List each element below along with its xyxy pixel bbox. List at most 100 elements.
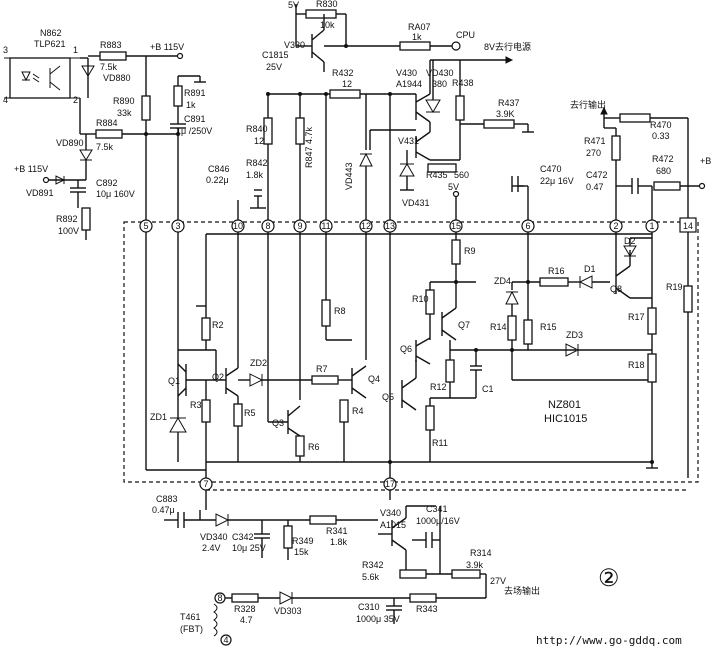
vd430-diode-icon xyxy=(425,99,441,113)
resistor-r892 xyxy=(81,207,91,231)
resistor-r432 xyxy=(329,89,361,99)
cpu-terminal xyxy=(451,41,461,51)
resistor-r884 xyxy=(95,129,123,139)
r2-label: R2 xyxy=(212,320,224,330)
resistor-r12 xyxy=(445,359,455,383)
c341-label: C341 xyxy=(426,504,448,514)
vd891-diode-icon xyxy=(55,175,66,185)
r471-label: R471 xyxy=(584,136,606,146)
t461-label: T461 xyxy=(180,612,201,622)
pin-9: 9 xyxy=(297,221,302,231)
resistor-r11 xyxy=(425,405,435,431)
pin-17: 17 xyxy=(385,479,395,489)
optocoupler-body xyxy=(9,57,71,99)
plus-b-115-left: +B 115V xyxy=(14,164,48,174)
r8-label: R8 xyxy=(334,306,346,316)
r349-label: R349 xyxy=(292,536,314,546)
d1-diode-icon xyxy=(578,275,593,289)
module-top-pins: 5 3 10 8 9 11 12 13 15 6 2 1 14 xyxy=(139,217,697,233)
r12-label: R12 xyxy=(430,382,447,392)
r435-label: R435 xyxy=(426,170,448,180)
r432-value: 12 xyxy=(342,79,352,89)
c892-label: C892 xyxy=(96,178,118,188)
c342-value: 10μ 25V xyxy=(232,543,266,553)
pin-15: 15 xyxy=(451,221,461,231)
r884-value: 7.5k xyxy=(96,142,114,152)
vd880-label: VD880 xyxy=(103,73,131,83)
r842-value: 1.8k xyxy=(246,170,264,180)
c891-label: C891 xyxy=(184,114,206,124)
d1-label: D1 xyxy=(584,264,596,274)
vd430-label: VD430 xyxy=(426,68,454,78)
hybrid-module-outline xyxy=(123,221,699,483)
c891-value: 1μ /250V xyxy=(176,126,212,136)
r830-label: R830 xyxy=(316,0,338,9)
r15-label: R15 xyxy=(540,322,557,332)
c310-value: 1000μ 35V xyxy=(356,614,400,624)
q2-label: Q2 xyxy=(212,372,224,382)
q5-label: Q5 xyxy=(382,392,394,402)
resistor-r14 xyxy=(507,315,517,341)
resistor-r18 xyxy=(647,353,657,383)
resistor-r5 xyxy=(233,403,243,427)
r470-value: 0.33 xyxy=(652,131,670,141)
q4-label: Q4 xyxy=(368,374,380,384)
r435-value: 560 xyxy=(454,170,469,180)
a1015-label: A1015 xyxy=(380,520,406,530)
resistor-r16 xyxy=(539,277,569,287)
d2-label: D2 xyxy=(624,236,636,246)
hang-out-label: 去行输出 xyxy=(570,99,606,110)
resistor-r471 xyxy=(611,135,621,161)
resistor-r4 xyxy=(339,399,349,423)
q1-label: Q1 xyxy=(168,376,180,386)
c310-label: C310 xyxy=(358,602,380,612)
r328-label: R328 xyxy=(234,604,256,614)
resistor-r342 xyxy=(399,569,427,579)
pin-10: 10 xyxy=(233,221,243,231)
r840-value: 12 xyxy=(254,136,264,146)
c472-value: 0.47 xyxy=(586,182,604,192)
r4-label: R4 xyxy=(352,406,364,416)
c846-label: C846 xyxy=(208,164,230,174)
v330-label: V330 xyxy=(284,40,305,50)
resistor-r7 xyxy=(311,375,339,385)
zd3-diode-icon xyxy=(565,343,580,357)
zd4-label: ZD4 xyxy=(494,276,511,286)
resistor-r437 xyxy=(483,119,515,129)
pin-1: 1 xyxy=(649,221,654,231)
r314-value: 3.9k xyxy=(466,560,484,570)
q7-label: Q7 xyxy=(458,320,470,330)
pin-3: 3 xyxy=(175,221,180,231)
ra07-value: 1k xyxy=(412,32,422,42)
c883-value: 0.47μ xyxy=(152,505,175,515)
c470-value: 22μ 16V xyxy=(540,176,574,186)
v431-label: V431 xyxy=(398,136,419,146)
c892-value: 10μ 160V xyxy=(96,189,135,199)
r9-label: R9 xyxy=(464,246,476,256)
plus-b-115-top: +B 115V xyxy=(150,42,184,52)
r328-value: 4.7 xyxy=(240,615,253,625)
vd303-label: VD303 xyxy=(274,606,302,616)
resistor-r328 xyxy=(231,593,259,603)
resistor-r17 xyxy=(647,307,657,335)
r471-value: 270 xyxy=(586,148,601,158)
five-v-top: 5V xyxy=(288,0,299,10)
resistor-r8 xyxy=(321,299,331,327)
c883-label: C883 xyxy=(156,494,178,504)
zd1-label: ZD1 xyxy=(150,412,167,422)
resistor-r19 xyxy=(683,285,693,313)
r890-label: R890 xyxy=(113,96,135,106)
resistor-r830 xyxy=(305,9,337,19)
c470-label: C470 xyxy=(540,164,562,174)
resistor-r314 xyxy=(451,569,481,579)
r19-label: R19 xyxy=(666,282,683,292)
zd3-label: ZD3 xyxy=(566,330,583,340)
vd890-label: VD890 xyxy=(56,138,84,148)
r6-lower-label: R6 xyxy=(308,442,320,452)
pin-12: 12 xyxy=(361,221,371,231)
r5-label: R5 xyxy=(244,408,256,418)
n862-label: N862 xyxy=(40,28,62,38)
c472-label: C472 xyxy=(586,170,608,180)
vd891-label: VD891 xyxy=(26,188,54,198)
